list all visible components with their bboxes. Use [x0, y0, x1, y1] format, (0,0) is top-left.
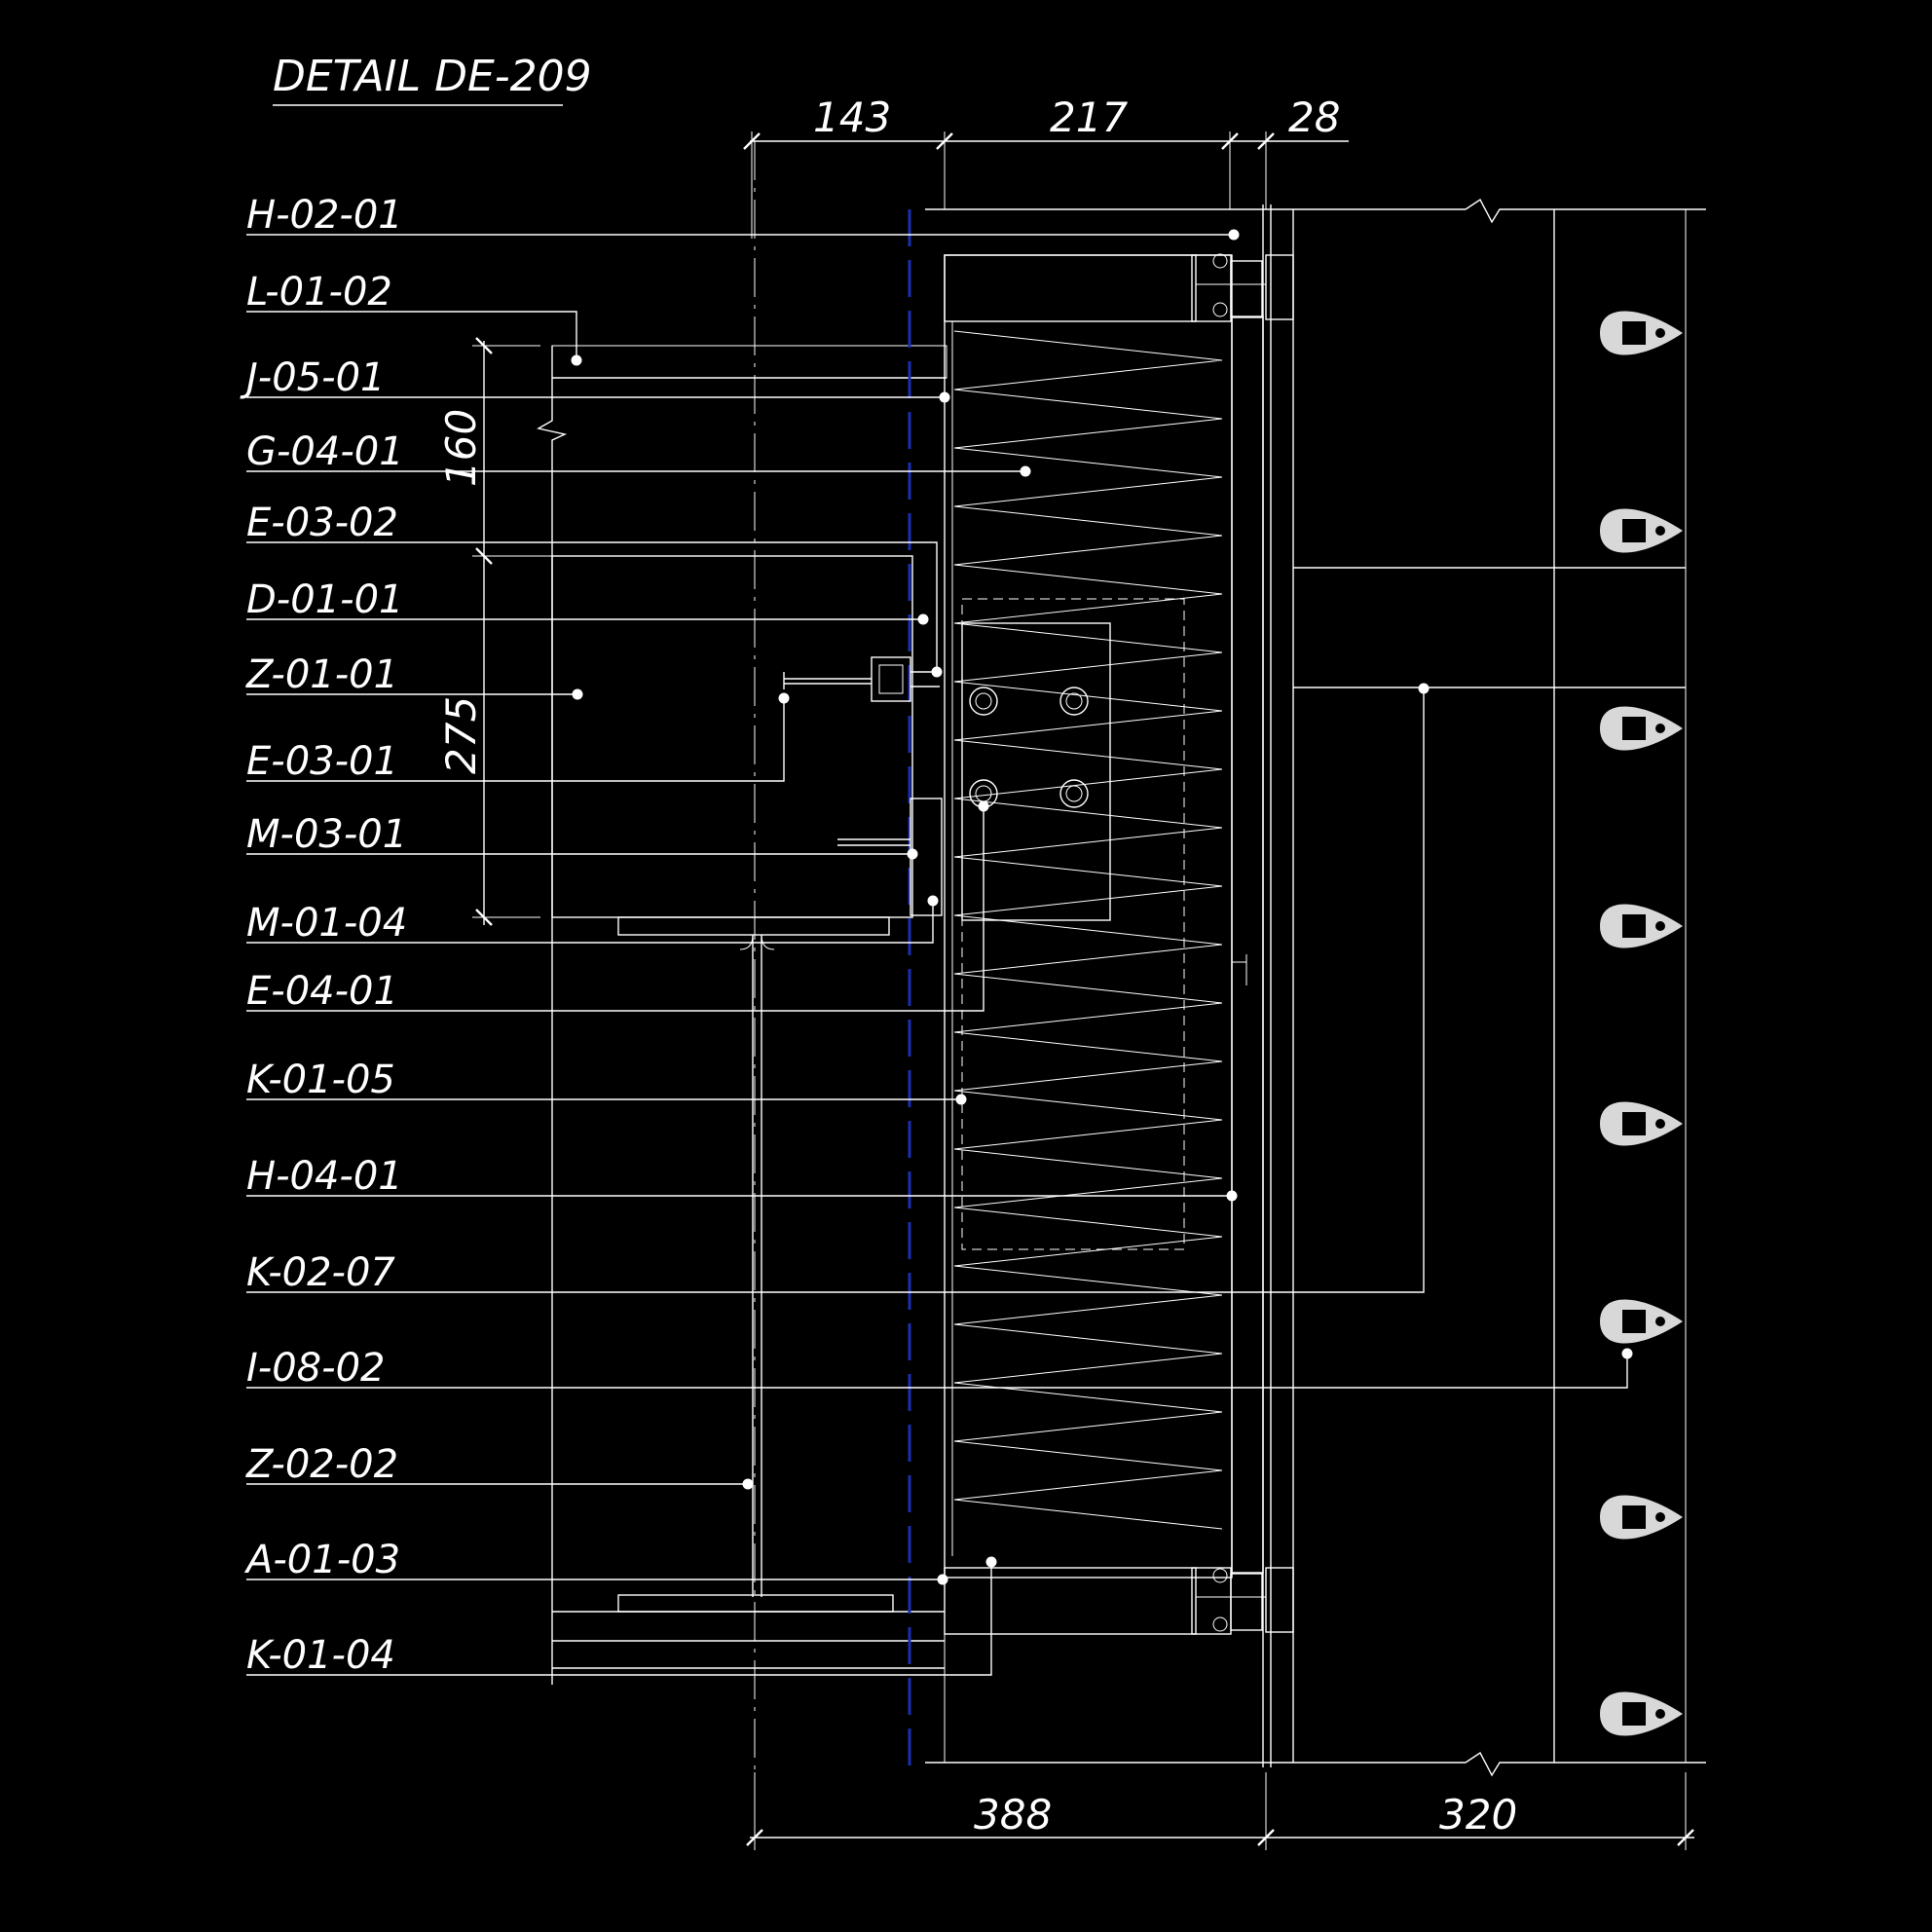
callout-label: I-08-02	[246, 1346, 385, 1391]
callout-label: H-04-01	[246, 1154, 403, 1199]
perforated-panel-shapes	[1600, 311, 1683, 1736]
callout-label: E-03-02	[246, 501, 398, 545]
callout-label: M-01-04	[246, 901, 407, 946]
left-dimension-chain: 160 275	[437, 337, 540, 926]
dim-top-3: 28	[1288, 93, 1340, 141]
dim-left-2: 275	[437, 696, 485, 774]
callout-label: K-01-05	[246, 1058, 395, 1102]
wall-panel	[944, 204, 1272, 1767]
dim-left-1: 160	[437, 409, 485, 487]
callout-label: A-01-03	[243, 1538, 400, 1582]
detail-title: DETAIL DE-209	[273, 52, 592, 101]
top-frame	[944, 253, 1294, 322]
dim-top-1: 143	[813, 93, 891, 141]
callout-label: M-03-01	[246, 812, 407, 857]
bottom-dimension-chain: 388 320	[746, 1772, 1694, 1850]
callout-label: K-01-04	[246, 1633, 395, 1678]
callout-labels: H-02-01 L-01-02 J-05-01 G-04-01 E-03-02 …	[240, 193, 407, 1678]
callout-label: E-03-01	[246, 739, 398, 784]
callout-label: D-01-01	[246, 577, 403, 622]
dim-bottom-1: 388	[974, 1791, 1052, 1839]
callout-label: Z-02-02	[245, 1442, 398, 1487]
facade-outline	[925, 198, 1706, 1777]
callout-label: K-02-07	[246, 1250, 395, 1295]
floor-slab-section	[537, 345, 947, 1685]
callout-label: Z-01-01	[245, 652, 398, 697]
callout-leaders	[246, 229, 1633, 1676]
callout-label: J-05-01	[240, 355, 385, 400]
callout-label: G-04-01	[246, 429, 404, 474]
callout-label: H-02-01	[246, 193, 403, 238]
top-dimension-chain: 143 217 28	[743, 93, 1349, 239]
callout-label: L-01-02	[246, 270, 392, 315]
dim-bottom-2: 320	[1439, 1791, 1517, 1839]
callout-label: E-04-01	[246, 969, 398, 1014]
steel-beam	[552, 141, 945, 1782]
dim-top-2: 217	[1050, 93, 1128, 141]
